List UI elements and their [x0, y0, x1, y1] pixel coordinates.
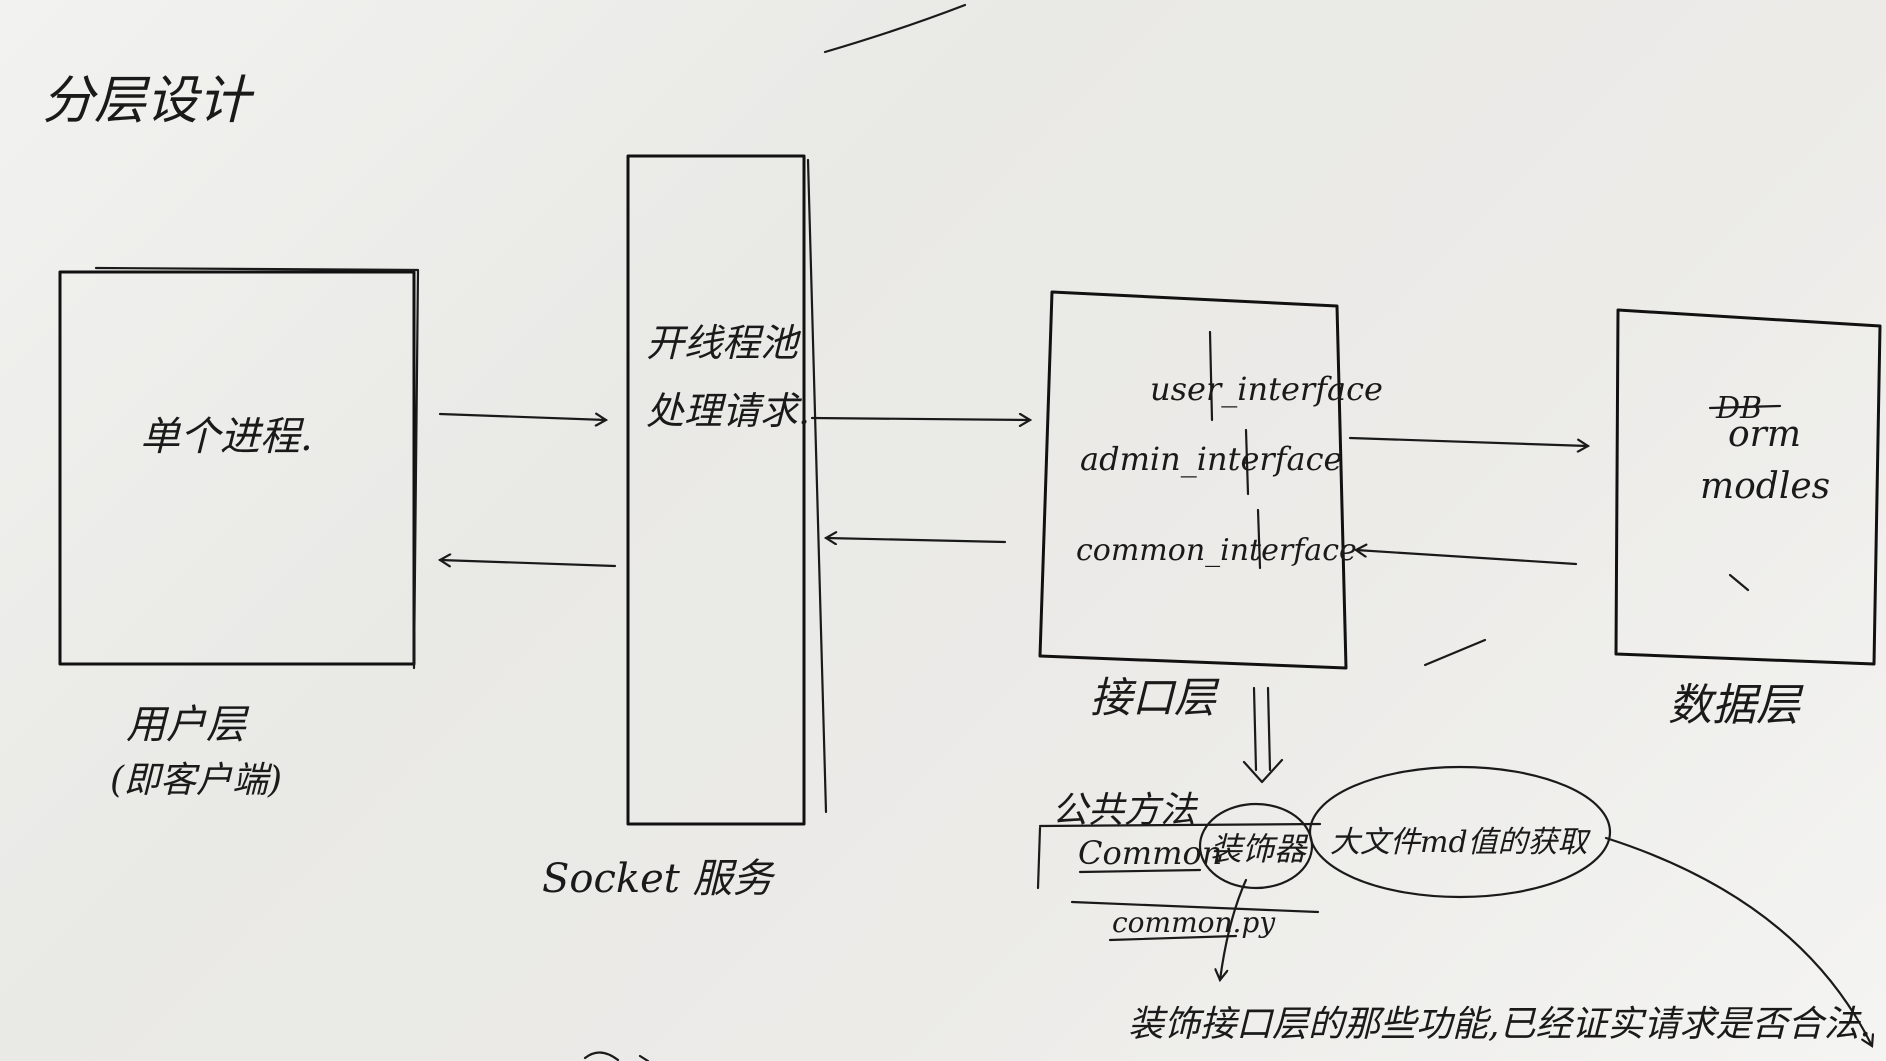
data-caption: 数据层 [1668, 680, 1804, 731]
client-box [58, 270, 416, 666]
data-orm: orm [1728, 414, 1801, 455]
socket-caption: Socket 服务 [542, 856, 776, 902]
arrow-data-to-interface [1356, 550, 1578, 566]
data-box [1614, 308, 1882, 666]
stray-pen-stroke [823, 3, 967, 54]
double-down-arrow [1252, 686, 1272, 772]
interface-caption: 接口层 [1090, 673, 1220, 722]
client-box-overstroke [94, 266, 420, 670]
arrow-socket-to-interface [810, 418, 1030, 420]
common-label-underline [1078, 868, 1202, 874]
socket-box-overstroke [806, 158, 828, 814]
double-down-arrow-head [1242, 758, 1284, 784]
md5-bubble-label: 大文件md值的获取 [1330, 825, 1592, 860]
bottom-scribble [583, 1051, 650, 1061]
decorator-note: 装饰接口层的那些功能,已经证实请求是否合法. [1128, 1004, 1871, 1045]
common-file-underline [1108, 934, 1238, 942]
client-subcaption: (即客户端) [110, 760, 282, 801]
interface-item-common: common_interface [1076, 533, 1357, 568]
common-base-rule [1070, 900, 1320, 914]
interface-item-user: user_interface [1150, 370, 1383, 408]
interface-tick [1244, 428, 1250, 496]
interface-tick [1208, 330, 1214, 422]
socket-inner-line2: 处理请求. [646, 389, 810, 433]
arrow-client-to-socket [438, 414, 606, 420]
decorator-label: 装饰器 [1210, 830, 1309, 868]
stray-pen-stroke [1423, 638, 1487, 667]
arrow-interface-to-socket [826, 538, 1007, 542]
data-strikeout [1708, 404, 1782, 410]
decorator-circle [1198, 802, 1314, 890]
common-heading-rule [1038, 822, 1322, 828]
common-left-bracket [1036, 826, 1042, 890]
arrow-bubble-curve [1604, 836, 1872, 1046]
data-models: modles [1700, 466, 1830, 507]
interface-box [1038, 290, 1348, 670]
stray-pen-stroke [1728, 573, 1750, 592]
arrow-socket-to-client [440, 560, 617, 566]
md5-bubble [1308, 765, 1612, 899]
interface-tick [1256, 508, 1262, 570]
page-title: 分层设计 [42, 71, 255, 131]
interface-item-admin: admin_interface [1080, 440, 1342, 478]
common-label: Common [1078, 834, 1222, 872]
socket-box [626, 154, 806, 826]
client-inner-label: 单个进程. [140, 414, 313, 460]
client-caption: 用户层 [126, 702, 250, 748]
arrow-decorator-to-note [1220, 878, 1248, 980]
common-file-label: common.py [1112, 906, 1276, 939]
arrow-interface-to-data [1348, 436, 1588, 446]
socket-inner-line1: 开线程池 [646, 321, 802, 365]
